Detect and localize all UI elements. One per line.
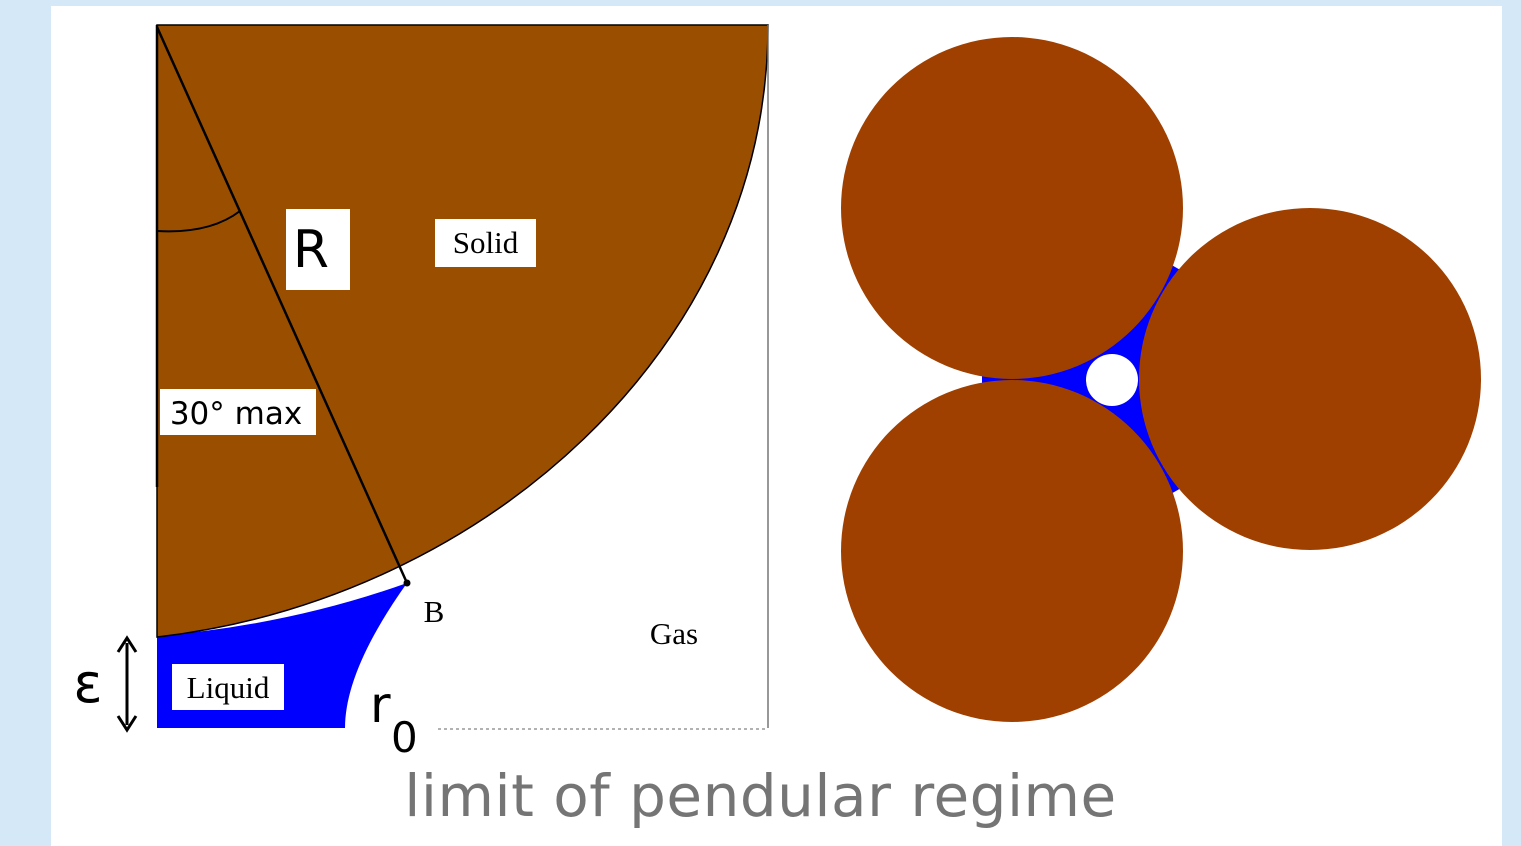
epsilon-arrow	[116, 635, 138, 733]
solid-label-box	[435, 219, 536, 267]
liquid-label: Liquid	[187, 670, 270, 705]
radius-label: R	[293, 220, 329, 280]
radius-label-box	[286, 209, 350, 290]
solid-label: Solid	[453, 225, 519, 260]
particle-right	[1139, 208, 1481, 550]
radius-line	[155, 26, 409, 584]
slide-caption: limit of pendular regime	[404, 762, 1117, 830]
solid-particle	[156, 24, 769, 638]
point-b-label: B	[424, 594, 445, 629]
liquid-label-box	[172, 664, 284, 710]
gas-label: Gas	[650, 616, 698, 651]
particle-top	[841, 37, 1183, 379]
angle-label-box	[160, 389, 316, 435]
epsilon-label: ε	[73, 652, 102, 715]
point-b-marker	[403, 579, 411, 587]
r0-subscript: 0	[391, 713, 418, 762]
r0-label: r	[370, 676, 391, 734]
meniscus-diagram: Solid R 30° max B Gas Liquid ε r 0	[73, 24, 769, 762]
central-pore	[1086, 354, 1138, 406]
particle-bottom	[841, 380, 1183, 722]
angle-label: 30° max	[170, 396, 302, 432]
three-particle-packing	[841, 37, 1481, 722]
angle-arc	[156, 210, 241, 233]
